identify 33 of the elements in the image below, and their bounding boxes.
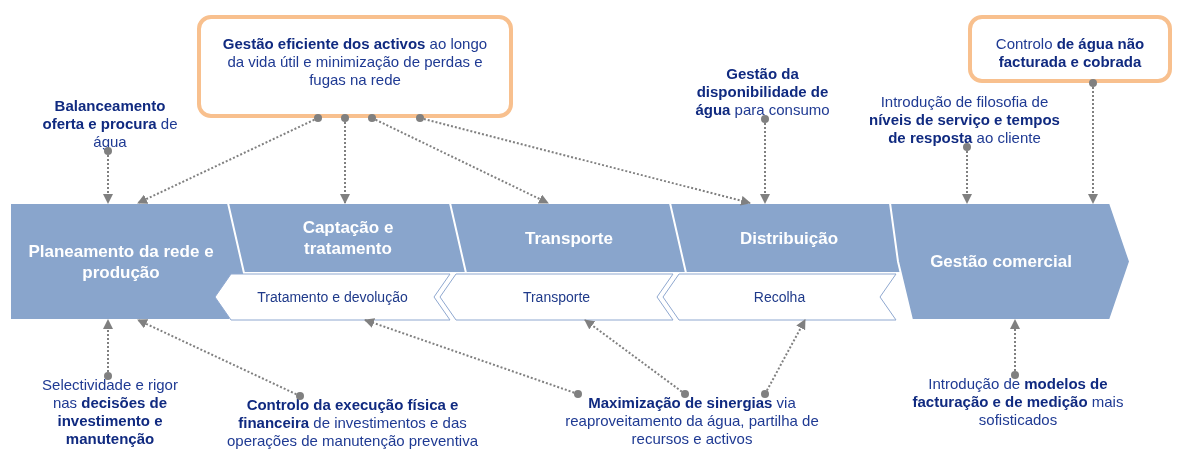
stage-label: Planeamento da rede e produção bbox=[27, 240, 215, 283]
dotted-arrow bbox=[137, 319, 304, 400]
annotation-text: Introdução de filosofia de níveis de serviço e tempos de resposta ao cliente bbox=[862, 93, 1067, 147]
callout-text: Gestão eficiente dos activos ao longo da vida útil e minimização de perdas e fugas na rede bbox=[221, 35, 489, 89]
stage-label: Recolha bbox=[753, 289, 806, 305]
annotation-text: Balanceamento oferta e procura de água bbox=[40, 97, 180, 151]
stage-label: Transporte bbox=[522, 289, 591, 305]
annotation-text: Maximização de sinergias via reaproveitamento da água, partilha de recursos e activos bbox=[563, 394, 821, 448]
stage-label: Transporte bbox=[525, 227, 613, 249]
dotted-arrow bbox=[103, 319, 113, 380]
stage-label: Distribuição bbox=[739, 227, 839, 249]
dotted-arrow bbox=[584, 319, 689, 398]
stage-label: Gestão comercial bbox=[930, 251, 1072, 272]
dotted-arrow bbox=[340, 114, 350, 204]
callout-text: Controlo de água não facturada e cobrada bbox=[994, 35, 1146, 71]
dotted-arrow bbox=[368, 114, 549, 204]
callout-box bbox=[197, 15, 513, 118]
annotation-text: Selectividade e rigor nas decisões de investimento e manutenção bbox=[35, 376, 185, 448]
dotted-arrow bbox=[760, 115, 770, 204]
dotted-arrow bbox=[761, 319, 806, 398]
callout-box bbox=[968, 15, 1172, 83]
stage-label: Tratamento e devolução bbox=[257, 289, 408, 305]
dotted-arrow bbox=[364, 318, 582, 398]
stage-label: Captação e tratamento bbox=[301, 217, 395, 259]
dotted-arrow bbox=[1010, 319, 1020, 379]
annotation-text: Gestão da disponibilidade de água para consumo bbox=[680, 65, 845, 119]
dotted-arrow bbox=[416, 114, 751, 206]
dotted-arrow bbox=[103, 147, 113, 204]
annotation-text: Introdução de modelos de facturação e de medição mais sofisticados bbox=[903, 375, 1133, 429]
dotted-arrow bbox=[137, 114, 322, 204]
dotted-arrow bbox=[962, 143, 972, 204]
annotation-text: Controlo da execução física e financeira de investimentos e das operações de manutenção preventiva bbox=[225, 396, 480, 450]
dotted-arrow bbox=[1088, 79, 1098, 204]
